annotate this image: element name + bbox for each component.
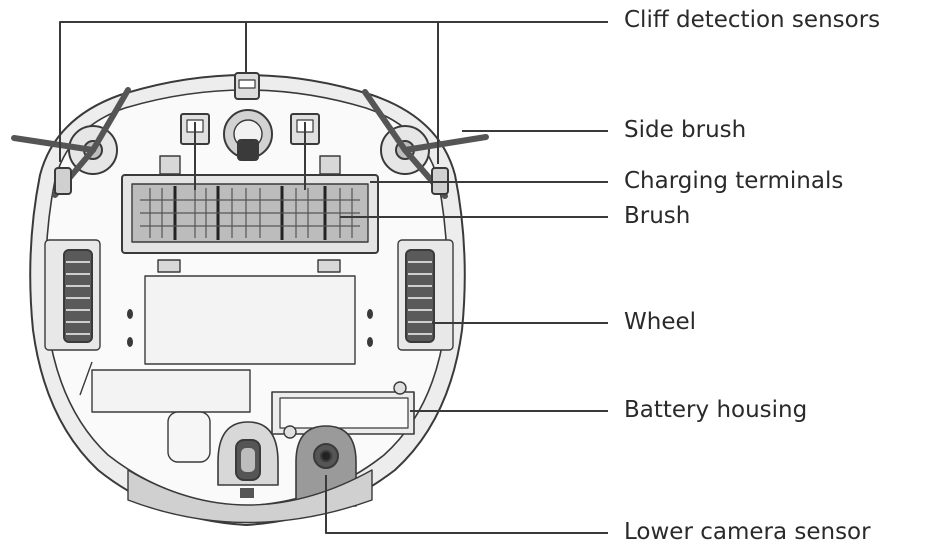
- label-lower-camera-sensor: Lower camera sensor: [624, 521, 871, 544]
- cliff-sensor-left: [55, 168, 71, 194]
- dust-cover: [168, 412, 210, 462]
- wheel-right: [398, 240, 453, 350]
- label-brush: Brush: [624, 205, 690, 228]
- label-charging-terminals: Charging terminals: [624, 170, 843, 193]
- label-wheel: Wheel: [624, 311, 696, 334]
- label-side-brush: Side brush: [624, 119, 746, 142]
- wheel-left: [45, 240, 100, 350]
- label-battery-housing: Battery housing: [624, 399, 807, 422]
- center-panel: [145, 276, 355, 364]
- lower-left-panel: [92, 370, 250, 412]
- label-cliff-detection-sensors: Cliff detection sensors: [624, 9, 880, 32]
